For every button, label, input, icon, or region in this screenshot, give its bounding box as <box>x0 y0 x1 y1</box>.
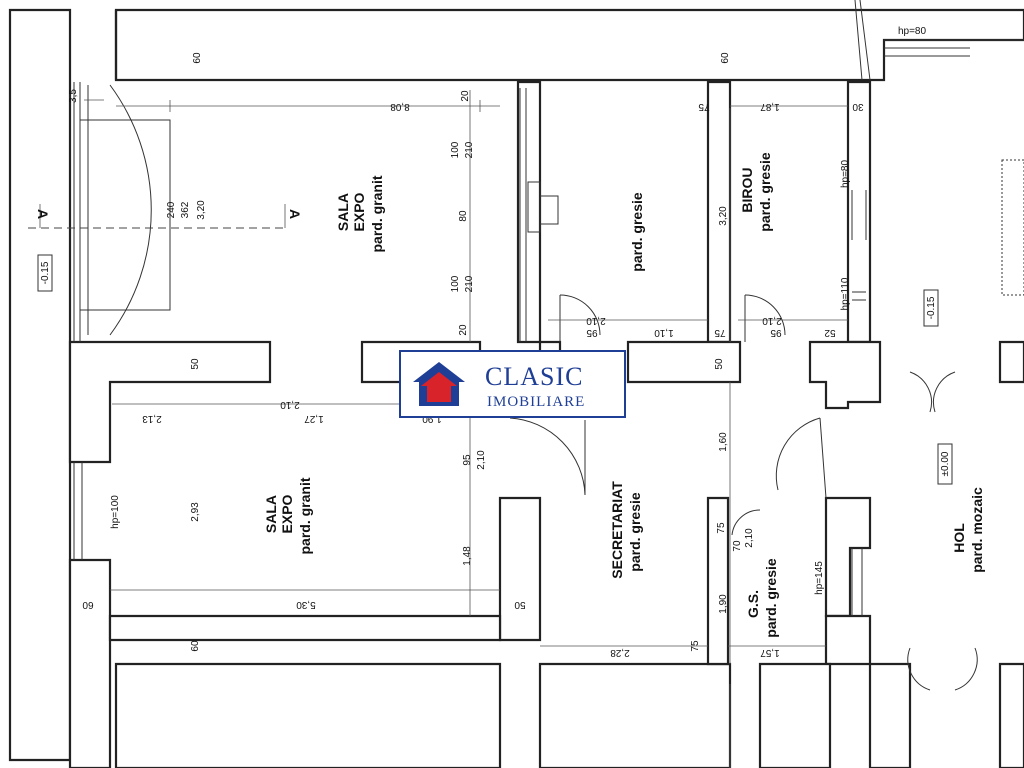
dimension-label: 2,10 <box>586 315 606 326</box>
dimension-label: 1,57 <box>760 647 780 658</box>
dimension-label: 8,08 <box>390 101 410 112</box>
dimension-label: 1,27 <box>304 413 324 424</box>
dimension-label: 75 <box>698 101 710 112</box>
room-gs-a: G.S. <box>745 590 761 618</box>
dimension-label: 95 <box>586 327 598 338</box>
hp-label: hp=110 <box>840 277 851 310</box>
dimension-label: 75 <box>690 640 701 652</box>
dimension-label: 20 <box>458 324 469 336</box>
dimension-texts: 60 60 8,08 20 1,87 75 30 100 210 80 100 … <box>68 52 864 658</box>
clasic-imobiliare-logo: CLASIC IMOBILIARE <box>399 350 626 418</box>
dimension-label: 2,13 <box>142 413 162 424</box>
dimension-label: 20 <box>460 90 471 102</box>
dimension-label: 50 <box>514 599 526 610</box>
room-gs-b: pard. gresie <box>763 558 779 638</box>
section-a-right: A <box>287 209 303 219</box>
room-sala1-b: EXPO <box>351 192 367 231</box>
room-secret-b: pard. gresie <box>627 492 643 572</box>
dimension-label: 2,28 <box>610 647 630 658</box>
hp-label: hp=145 <box>814 561 825 595</box>
level-right: -0.15 <box>926 296 937 319</box>
room-sala2-a: SALA <box>263 495 279 533</box>
dimension-label: 60 <box>190 640 201 652</box>
room-hol-b: pard. mozaic <box>969 487 985 573</box>
dimension-label: 240 <box>166 201 177 218</box>
dimension-label: 1,87 <box>760 101 780 112</box>
room-birou-a: BIROU <box>739 167 755 212</box>
hp-label: hp=80 <box>898 26 927 37</box>
room-secret-a: SECRETARIAT <box>609 481 625 579</box>
dimension-label: 2,10 <box>762 315 782 326</box>
dimension-label: 210 <box>464 141 475 158</box>
dimension-label: 1,90 <box>422 413 442 424</box>
logo-sub: IMOBILIARE <box>487 394 586 410</box>
dimension-label: 2,10 <box>280 399 300 410</box>
dimension-label: 1,48 <box>462 546 473 566</box>
dimension-label: 3,5 <box>68 89 79 103</box>
section-arrows <box>39 204 286 228</box>
dimension-label: 100 <box>450 141 461 158</box>
dimension-label: 362 <box>180 201 191 218</box>
dimension-label: 2,10 <box>476 450 487 470</box>
level-left: -0.15 <box>40 261 51 284</box>
dimension-label: 1,60 <box>718 432 729 452</box>
dimension-label: 60 <box>192 52 203 64</box>
dimension-label: 52 <box>824 327 836 338</box>
room-sala1-c: pard. granit <box>369 175 385 252</box>
dimension-label: 60 <box>720 52 731 64</box>
dimension-label: 1,10 <box>654 327 674 338</box>
dimension-label: 3,20 <box>196 200 207 220</box>
dimension-label: 75 <box>714 327 726 338</box>
dimension-label: 60 <box>82 599 94 610</box>
dimension-label: 50 <box>714 358 725 370</box>
room-sala2-c: pard. granit <box>297 477 313 554</box>
logo-name: CLASIC <box>485 362 584 391</box>
level-hol: ±0.00 <box>940 451 951 476</box>
dimension-label: 2,10 <box>744 528 755 548</box>
hp-label: hp=80 <box>840 160 851 189</box>
hp-labels: hp=80 hp=110 hp=100 hp=145 hp=80 <box>110 26 926 595</box>
section-a-left: A <box>35 209 51 219</box>
dimension-label: 30 <box>852 101 864 112</box>
dimension-label: 2,93 <box>190 502 201 522</box>
hp-label: hp=100 <box>110 495 121 529</box>
dimension-label: 80 <box>458 210 469 222</box>
dimension-label: 50 <box>190 358 201 370</box>
dimension-label: 75 <box>716 522 727 534</box>
room-hol-a: HOL <box>951 523 967 553</box>
dimension-label: 95 <box>770 327 782 338</box>
dimension-label: 3,20 <box>718 206 729 226</box>
dimension-label: 1,90 <box>718 594 729 614</box>
window-lines <box>73 82 867 616</box>
dimension-label: 70 <box>732 540 743 552</box>
dimension-label: 5,30 <box>296 599 316 610</box>
dimension-label: 95 <box>462 454 473 466</box>
room-sala2-b: EXPO <box>279 494 295 533</box>
dimension-label: 100 <box>450 275 461 292</box>
room-birou-b: pard. gresie <box>757 152 773 232</box>
room-labels: SALA EXPO pard. granit SALA EXPO pard. g… <box>263 152 985 638</box>
dimension-label: 210 <box>464 275 475 292</box>
level-marks: -0.15 -0.15 ±0.00 <box>37 254 953 485</box>
room-gresie1: pard. gresie <box>629 192 645 272</box>
room-sala1-a: SALA <box>335 193 351 231</box>
house-icon <box>413 362 465 406</box>
dimension-lines <box>84 90 848 768</box>
doors <box>87 84 978 691</box>
walls <box>8 0 1024 768</box>
